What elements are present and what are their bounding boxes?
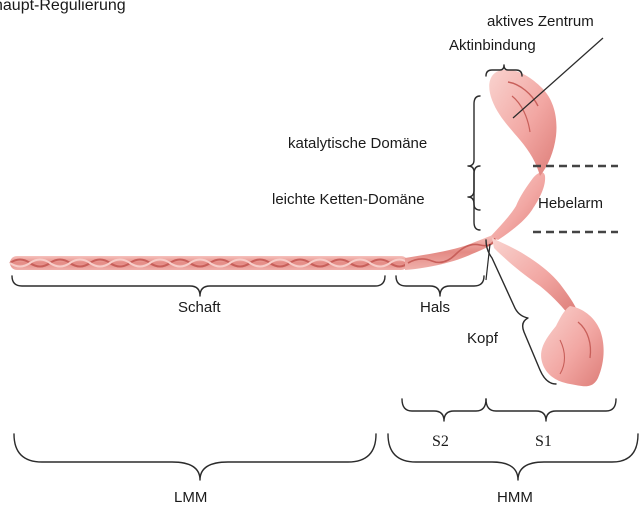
neck-label: Hals xyxy=(420,299,450,316)
lever-arm-label: Hebelarm xyxy=(538,195,603,212)
upper-light-chain-domain xyxy=(491,172,545,240)
myosin-neck xyxy=(405,234,497,270)
hmm-brace xyxy=(388,434,638,480)
myosin-tail xyxy=(10,256,408,270)
catalytic-domain-label: katalytische Domäne xyxy=(288,135,427,152)
lower-catalytic-domain xyxy=(541,306,604,386)
actin-binding-label: Aktinbindung xyxy=(449,37,536,54)
s1-brace xyxy=(486,399,616,421)
lmm-label: LMM xyxy=(174,489,207,506)
s1-label: S1 xyxy=(535,433,552,450)
neck-brace xyxy=(396,276,484,296)
light-chain-domain-label: leichte Ketten-Domäne xyxy=(272,191,425,208)
upper-catalytic-domain xyxy=(489,70,556,176)
lower-light-chain-domain xyxy=(492,238,576,314)
head-label: Kopf xyxy=(467,330,499,347)
shaft-brace xyxy=(12,276,385,296)
s2-brace xyxy=(402,399,486,421)
active-center-label: aktives Zentrum xyxy=(487,13,594,30)
lmm-brace xyxy=(14,434,376,480)
shaft-label: Schaft xyxy=(178,299,221,316)
top-fragment-text: haupt-Regulierung xyxy=(0,0,126,14)
s2-label: S2 xyxy=(432,433,449,450)
hmm-label: HMM xyxy=(497,489,533,506)
